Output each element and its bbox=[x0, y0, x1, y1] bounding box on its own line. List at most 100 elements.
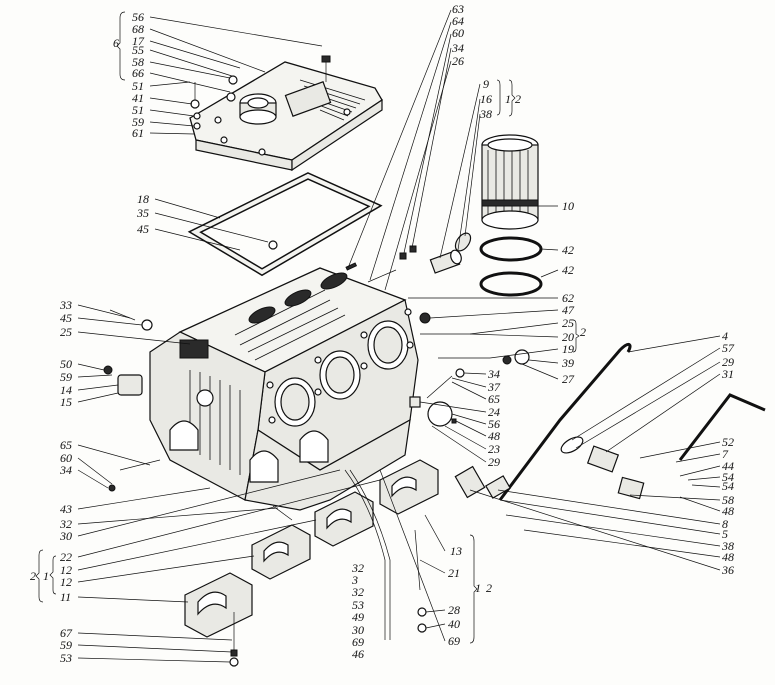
label-34b: 34 bbox=[487, 367, 500, 381]
label-34a: 34 bbox=[451, 41, 464, 55]
label-26: 26 bbox=[452, 54, 464, 68]
label-31a: 31 bbox=[721, 367, 734, 381]
label-54a: 54 bbox=[722, 470, 734, 484]
label-58a: 58 bbox=[132, 55, 144, 69]
label-36: 36 bbox=[721, 563, 734, 577]
label-44: 44 bbox=[722, 459, 734, 473]
label-1a: 1 bbox=[505, 92, 511, 106]
cylinder-block bbox=[149, 267, 419, 511]
label-55: 55 bbox=[132, 43, 144, 57]
label-2b: 2 bbox=[580, 325, 586, 339]
label-25a: 25 bbox=[562, 316, 574, 330]
label-11: 11 bbox=[60, 590, 71, 604]
label-46: 46 bbox=[352, 647, 364, 661]
label-15a: 15 bbox=[60, 395, 72, 409]
label-54b: 54 bbox=[722, 479, 734, 493]
label-6: 6 bbox=[113, 36, 119, 50]
label-12b: 12 bbox=[60, 575, 72, 589]
label-7: 7 bbox=[722, 447, 729, 461]
label-66: 66 bbox=[132, 66, 144, 80]
label-20: 20 bbox=[562, 330, 574, 344]
label-48c: 48 bbox=[722, 550, 734, 564]
label-12a: 12 bbox=[60, 563, 72, 577]
label-29a: 29 bbox=[722, 355, 734, 369]
label-28: 28 bbox=[448, 603, 460, 617]
label-37: 37 bbox=[487, 380, 501, 394]
label-60b: 60 bbox=[60, 451, 72, 465]
label-32b: 32 bbox=[351, 561, 364, 575]
label-3: 3 bbox=[351, 573, 358, 587]
label-17: 17 bbox=[132, 34, 145, 48]
label-13: 13 bbox=[450, 544, 462, 558]
label-56a: 56 bbox=[132, 10, 144, 24]
label-50: 50 bbox=[60, 357, 72, 371]
label-34c: 34 bbox=[59, 463, 72, 477]
label-10: 10 bbox=[562, 199, 574, 213]
label-22: 22 bbox=[60, 550, 72, 564]
label-57: 57 bbox=[722, 341, 735, 355]
label-2a: 2 bbox=[515, 92, 521, 106]
label-67: 67 bbox=[60, 626, 73, 640]
label-52: 52 bbox=[722, 435, 734, 449]
label-65a: 65 bbox=[488, 392, 500, 406]
top-cover bbox=[189, 55, 383, 172]
seal-rings bbox=[479, 236, 543, 297]
label-49: 49 bbox=[352, 610, 364, 624]
label-5: 5 bbox=[722, 527, 728, 541]
label-8: 8 bbox=[722, 517, 728, 531]
label-64: 64 bbox=[452, 14, 464, 28]
label-35: 35 bbox=[136, 206, 149, 220]
label-47: 47 bbox=[562, 303, 575, 317]
label-24: 24 bbox=[488, 405, 500, 419]
label-59c: 59 bbox=[60, 638, 72, 652]
label-48b: 48 bbox=[722, 504, 734, 518]
part-labels: 56 68 17 55 58 66 51 41 51 59 61 6 63 64… bbox=[30, 2, 735, 665]
label-53b: 53 bbox=[60, 651, 72, 665]
label-61: 61 bbox=[132, 126, 144, 140]
label-30b: 30 bbox=[351, 623, 364, 637]
label-19: 19 bbox=[562, 342, 574, 356]
label-38a: 38 bbox=[479, 107, 492, 121]
label-29b: 29 bbox=[488, 455, 500, 469]
label-62: 62 bbox=[562, 291, 574, 305]
label-33a: 33 bbox=[59, 298, 72, 312]
label-45a: 45 bbox=[137, 222, 149, 236]
label-21: 21 bbox=[448, 566, 460, 580]
leader-lines bbox=[77, 9, 721, 663]
label-39: 39 bbox=[561, 356, 574, 370]
label-14: 14 bbox=[60, 383, 72, 397]
label-42b: 42 bbox=[562, 263, 574, 277]
label-32a: 32 bbox=[59, 517, 72, 531]
label-69a: 69 bbox=[352, 635, 364, 649]
dipstick bbox=[454, 342, 766, 501]
label-63: 63 bbox=[452, 2, 464, 16]
label-41: 41 bbox=[132, 91, 144, 105]
label-59a: 59 bbox=[132, 115, 144, 129]
label-23: 23 bbox=[488, 442, 500, 456]
label-1c: 1 bbox=[475, 581, 481, 595]
label-4: 4 bbox=[722, 329, 728, 343]
label-18: 18 bbox=[137, 192, 149, 206]
label-59b: 59 bbox=[60, 370, 72, 384]
label-42a: 42 bbox=[562, 243, 574, 257]
label-43: 43 bbox=[60, 502, 72, 516]
gasket bbox=[187, 172, 383, 277]
label-1b: 1 bbox=[43, 569, 49, 583]
label-65b: 65 bbox=[60, 438, 72, 452]
label-38b: 38 bbox=[721, 539, 734, 553]
cylinder-liner bbox=[481, 134, 539, 230]
label-40: 40 bbox=[448, 617, 460, 631]
label-60a: 60 bbox=[452, 26, 464, 40]
label-2c: 2 bbox=[30, 569, 36, 583]
label-2d: 2 bbox=[486, 581, 492, 595]
label-51b: 51 bbox=[132, 103, 144, 117]
label-68: 68 bbox=[132, 22, 144, 36]
liner-small-parts bbox=[345, 232, 472, 283]
label-32c: 32 bbox=[351, 585, 364, 599]
label-48a: 48 bbox=[488, 429, 500, 443]
label-45b: 45 bbox=[60, 311, 72, 325]
label-58b: 58 bbox=[722, 493, 734, 507]
label-30a: 30 bbox=[59, 529, 72, 543]
